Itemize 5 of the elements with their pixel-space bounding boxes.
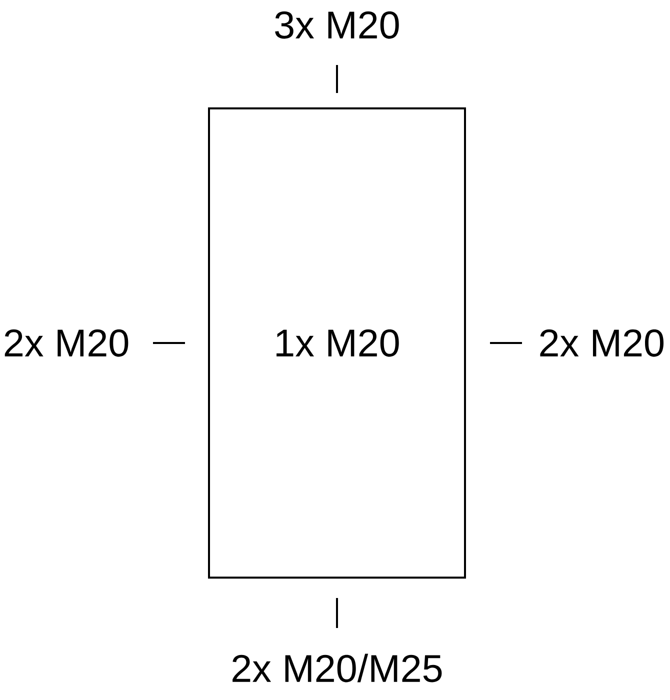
entry-label: 3x M20 xyxy=(275,11,399,39)
entry-label: 2x M20/M25 xyxy=(232,654,442,682)
entry-label: 2x M20 xyxy=(4,329,128,357)
entry-label: 2x M20 xyxy=(540,329,664,357)
enclosure-box: 1x M20 xyxy=(208,107,466,579)
